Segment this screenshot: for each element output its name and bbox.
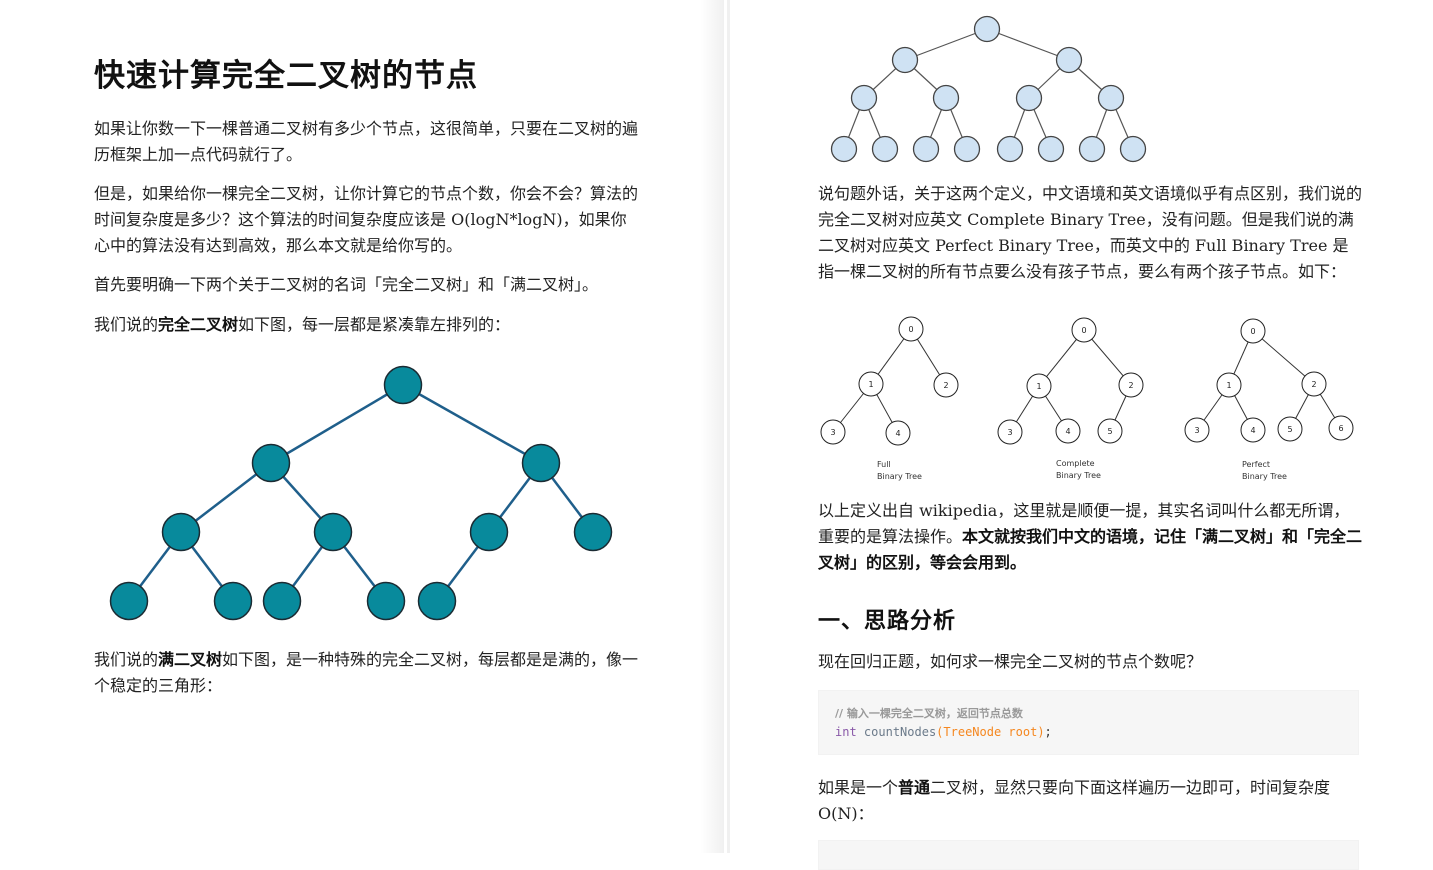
tree-node (469, 512, 509, 552)
svg-text:5: 5 (1287, 425, 1292, 434)
svg-text:6: 6 (1338, 424, 1343, 433)
tree-node (1055, 46, 1083, 74)
question-paragraph: 现在回归正题，如何求一棵完全二叉树的节点个数呢？ (818, 652, 1203, 671)
text: 如果是一个 (818, 778, 899, 797)
tree-node (213, 581, 253, 621)
tree-node (313, 512, 353, 552)
complete-tree-intro: 我们说的完全二叉树如下图，每一层都是紧凑靠左排列的： (94, 312, 654, 338)
tree-node (161, 512, 201, 552)
svg-text:5: 5 (1107, 427, 1112, 436)
caption-perfect-line2: Binary Tree (1242, 472, 1287, 481)
perfect-tree-intro: 我们说的满二叉树如下图，是一种特殊的完全二叉树，每层都是是满的，像一个稳定的三角… (94, 647, 639, 699)
page-title: 快速计算完全二叉树的节点 (94, 58, 478, 94)
svg-text:4: 4 (1065, 427, 1070, 436)
tree-edges (832, 328, 1342, 434)
caption-full-line2: Binary Tree (877, 472, 922, 481)
tree-nodes (820, 316, 1354, 446)
tree-node (891, 46, 919, 74)
svg-text:0: 0 (908, 325, 913, 334)
svg-text:0: 0 (1081, 326, 1086, 335)
tree-types-comparison-figure: 0 1 2 3 4 0 1 2 3 4 5 0 1 2 3 4 5 6 Full… (820, 316, 1354, 481)
svg-text:2: 2 (1128, 381, 1133, 390)
code-function-name: countNodes (863, 725, 937, 739)
svg-text:4: 4 (895, 429, 900, 438)
terms-paragraph: 首先要明确一下两个关于二叉树的名词「完全二叉树」和「满二叉树」。 (94, 275, 599, 294)
tree-node (973, 15, 1001, 43)
page-gutter-shadow (700, 0, 724, 853)
bold-term-normal: 普通 (898, 778, 931, 797)
caption-complete-line2: Binary Tree (1056, 471, 1101, 480)
tree-node (573, 512, 613, 552)
code-block-traversal[interactable] (818, 840, 1359, 870)
definition-difference-paragraph: 说句题外话，关于这两个定义，中文语境和英文语境似乎有点区别，我们说的完全二叉树对… (818, 184, 1363, 281)
tree-node (996, 135, 1024, 163)
text: 如下图，每一层都是紧凑靠左排列的： (238, 315, 511, 334)
code-terminator: ; (1044, 725, 1052, 739)
svg-text:0: 0 (1250, 327, 1255, 336)
complete-binary-tree-figure (109, 365, 613, 621)
tree-node (953, 135, 981, 163)
text: 如下图，是一种特殊的完全二叉树，每层都是是满的，像一个稳定的三角形： (94, 650, 639, 695)
intro-paragraph: 如果让你数一下一棵普通二叉树有多少个节点，这很简单，只要在二叉树的遍历框架上加一… (94, 119, 639, 164)
caption-full-line1: Full (877, 460, 891, 469)
node-labels: 0 1 2 3 4 0 1 2 3 4 5 0 1 2 3 4 5 6 (830, 325, 1343, 438)
svg-text:2: 2 (943, 381, 948, 390)
svg-text:1: 1 (868, 380, 873, 389)
caption-complete-line1: Complete (1056, 459, 1095, 468)
tree-node (251, 443, 291, 483)
code-keyword: int (835, 725, 857, 739)
text: 二叉树，显然只要向下面这样遍历一边即可，时间复杂度 O(N)： (818, 778, 1331, 823)
bold-term-perfect-tree: 满二叉树 (158, 650, 223, 669)
tree-nodes (830, 15, 1147, 163)
bold-emphasis: 本文就按我们中文的语境，记住「满二叉树」和「完全二叉树」的区别，等会会用到。 (818, 527, 1363, 572)
tree-nodes (109, 365, 613, 621)
tree-node (1015, 84, 1043, 112)
page-divider (727, 0, 730, 853)
tree-node (830, 135, 858, 163)
tree-node (1119, 135, 1147, 163)
svg-text:3: 3 (830, 428, 835, 437)
code-params: (TreeNode root) (936, 725, 1045, 739)
tree-node (850, 84, 878, 112)
tree-captions: Full Binary Tree Complete Binary Tree Pe… (877, 459, 1287, 481)
section-heading-analysis: 一、思路分析 (818, 608, 957, 634)
text: 以上定义出自 wikipedia，这里就是顺便一提，其实名词叫什么都无所谓，重要… (818, 501, 1350, 546)
caption-perfect-line1: Perfect (1242, 460, 1270, 469)
svg-text:1: 1 (1226, 381, 1231, 390)
bold-term-complete-tree: 完全二叉树 (158, 315, 239, 334)
tree-node (366, 581, 406, 621)
tree-node (1037, 135, 1065, 163)
complexity-paragraph: 但是，如果给你一棵完全二叉树，让你计算它的节点个数，你会不会？算法的时间复杂度是… (94, 184, 639, 255)
tree-node (262, 581, 302, 621)
code-content: // 输入一棵完全二叉树，返回节点总数 int countNodes(TreeN… (835, 704, 1052, 742)
perfect-binary-tree-figure (830, 15, 1147, 163)
code-comment: // 输入一棵完全二叉树，返回节点总数 (835, 707, 1023, 720)
code-block-signature[interactable]: // 输入一棵完全二叉树，返回节点总数 int countNodes(TreeN… (818, 690, 1359, 755)
tree-node (417, 581, 457, 621)
text: 我们说的 (94, 650, 159, 669)
tree-node (1097, 84, 1125, 112)
svg-text:2: 2 (1311, 380, 1316, 389)
tree-node (109, 581, 149, 621)
tree-node (521, 443, 561, 483)
text: 我们说的 (94, 315, 159, 334)
left-page: 快速计算完全二叉树的节点 如果让你数一下一棵普通二叉树有多少个节点，这很简单，只… (0, 0, 724, 853)
svg-text:3: 3 (1007, 428, 1012, 437)
svg-text:1: 1 (1036, 382, 1041, 391)
tree-node (871, 135, 899, 163)
normal-tree-paragraph: 如果是一个普通二叉树，显然只要向下面这样遍历一边即可，时间复杂度 O(N)： (818, 775, 1363, 827)
tree-node (912, 135, 940, 163)
tree-node (932, 84, 960, 112)
svg-text:3: 3 (1194, 426, 1199, 435)
svg-text:4: 4 (1250, 426, 1255, 435)
tree-node (383, 365, 423, 405)
tree-node (1078, 135, 1106, 163)
wikipedia-note-paragraph: 以上定义出自 wikipedia，这里就是顺便一提，其实名词叫什么都无所谓，重要… (818, 498, 1363, 576)
